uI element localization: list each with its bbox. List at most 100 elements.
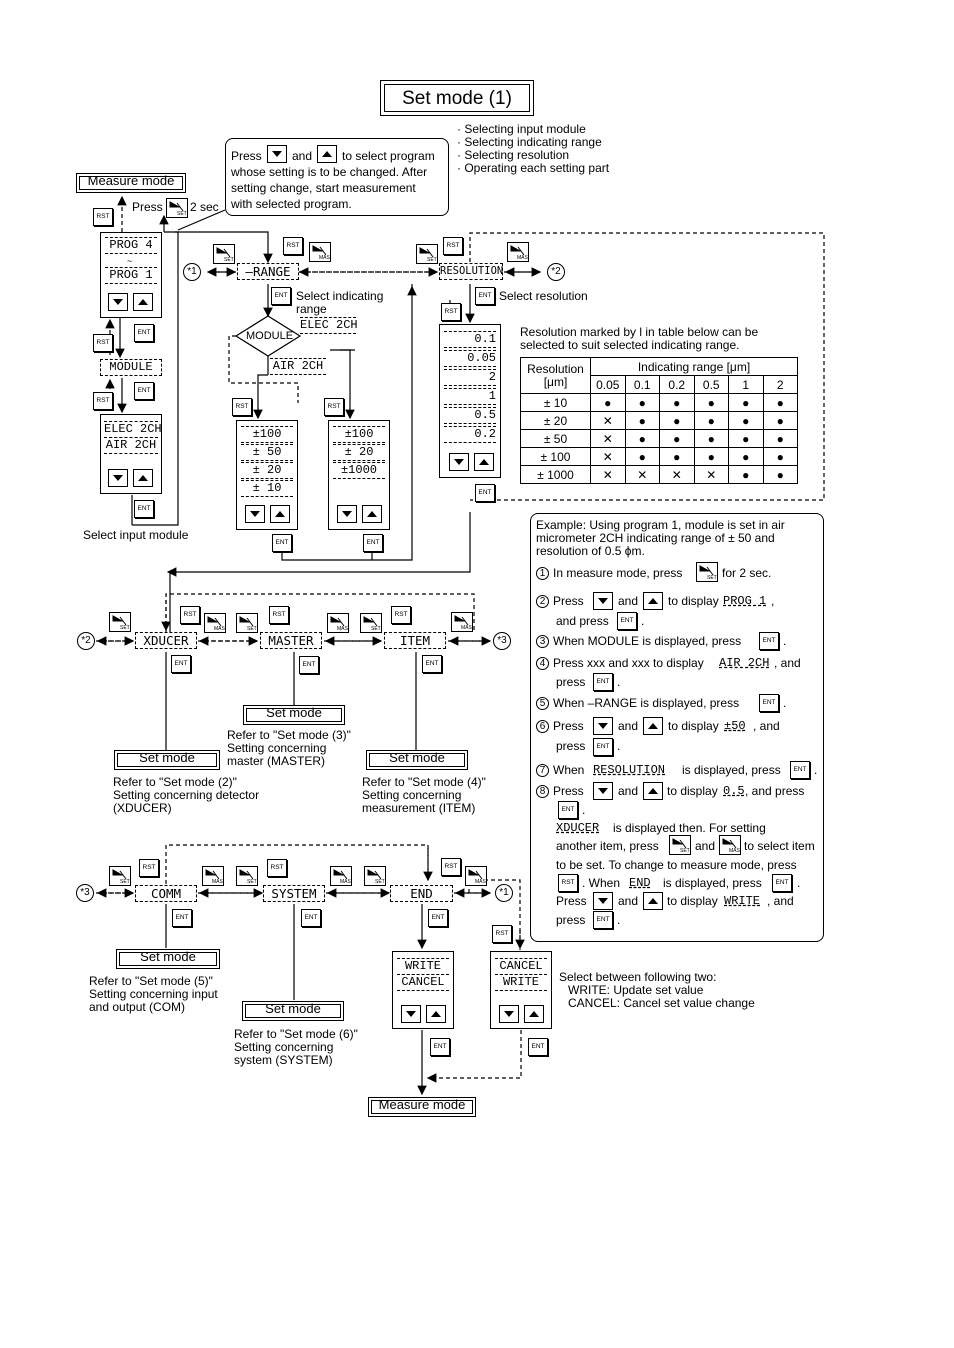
rst-key[interactable]: RST bbox=[391, 606, 411, 624]
display-master: MASTER bbox=[260, 632, 322, 649]
ent-key: ENT bbox=[593, 738, 613, 756]
res-value-5: 0.5 bbox=[444, 407, 496, 424]
rst-key[interactable]: RST bbox=[93, 334, 113, 352]
rst-key[interactable]: RST bbox=[441, 303, 461, 321]
set-key-icon[interactable]: SET bbox=[213, 244, 235, 264]
up-key-icon[interactable] bbox=[426, 1005, 446, 1023]
ent-key[interactable]: ENT bbox=[172, 909, 192, 927]
star3-left: *3 bbox=[76, 884, 94, 902]
rst-key[interactable]: RST bbox=[443, 237, 463, 255]
overview-1: · Selecting input module bbox=[457, 122, 586, 136]
step-4: 4 Press xxx and xxx to display bbox=[536, 656, 704, 671]
down-key-icon[interactable] bbox=[108, 293, 128, 311]
up-key-icon[interactable] bbox=[133, 293, 153, 311]
step-3-dot: . bbox=[783, 634, 787, 648]
ent-key: ENT bbox=[617, 612, 637, 630]
ent-key[interactable]: ENT bbox=[171, 655, 191, 673]
rst-key[interactable]: RST bbox=[492, 925, 512, 943]
rst-key[interactable]: RST bbox=[180, 606, 200, 624]
svg-text:SET: SET bbox=[177, 211, 187, 217]
table-cell: ● bbox=[624, 429, 660, 448]
svg-text:MAS: MAS bbox=[475, 879, 486, 885]
rst-key[interactable]: RST bbox=[232, 398, 252, 416]
ent-key[interactable]: ENT bbox=[430, 1038, 450, 1056]
rst-key[interactable]: RST bbox=[93, 208, 113, 226]
rst-key[interactable]: RST bbox=[324, 398, 344, 416]
table-row-range: ± 50 bbox=[520, 429, 591, 448]
ent-key[interactable]: ENT bbox=[134, 500, 154, 518]
step-8-press: Press bbox=[553, 784, 584, 798]
ent-key: ENT bbox=[593, 911, 613, 929]
down-key-icon[interactable] bbox=[337, 505, 357, 523]
down-key-icon[interactable] bbox=[401, 1005, 421, 1023]
rst-key[interactable]: RST bbox=[283, 237, 303, 255]
s8b-12: to display bbox=[667, 894, 718, 908]
ent-key[interactable]: ENT bbox=[475, 287, 495, 305]
ent-key: ENT bbox=[593, 673, 613, 691]
star2-left: *2 bbox=[77, 632, 95, 650]
table-cell: ● bbox=[624, 411, 660, 430]
down-key-icon[interactable] bbox=[449, 453, 469, 471]
down-key-icon[interactable] bbox=[108, 469, 128, 487]
set-key-icon[interactable]: SET bbox=[236, 613, 258, 633]
mas-key-icon[interactable]: MAS bbox=[309, 242, 331, 262]
ent-key[interactable]: ENT bbox=[301, 909, 321, 927]
table-col-3: 0.5 bbox=[693, 375, 729, 394]
step-8-and: and bbox=[618, 784, 639, 798]
down-key-icon[interactable] bbox=[499, 1005, 519, 1023]
mas-key-icon[interactable]: MAS bbox=[204, 613, 226, 633]
set-key-icon: SET bbox=[669, 835, 691, 855]
table-cell: ● bbox=[762, 393, 798, 412]
table-cell: ● bbox=[728, 411, 764, 430]
rst-key[interactable]: RST bbox=[93, 392, 113, 410]
set-key-icon[interactable]: SET bbox=[364, 866, 386, 886]
ent-key[interactable]: ENT bbox=[134, 324, 154, 342]
diamond-module-label: MODULE bbox=[246, 330, 294, 342]
step-number: 4 bbox=[536, 657, 549, 671]
up-key-icon[interactable] bbox=[474, 453, 494, 471]
mas-key-icon[interactable]: MAS bbox=[202, 866, 224, 886]
rst-key[interactable]: RST bbox=[441, 858, 461, 876]
display-prog1: PROG 1 bbox=[105, 267, 157, 284]
step-1-tail: for 2 sec. bbox=[722, 566, 772, 580]
up-key-icon[interactable] bbox=[524, 1005, 544, 1023]
set-key-icon[interactable]: SET bbox=[109, 866, 131, 886]
ent-key[interactable]: ENT bbox=[299, 656, 319, 674]
display-cancel: CANCEL bbox=[397, 974, 449, 991]
up-key-icon[interactable] bbox=[362, 505, 382, 523]
ent-key[interactable]: ENT bbox=[272, 534, 292, 552]
up-key-icon[interactable] bbox=[133, 469, 153, 487]
mas-key-icon[interactable]: MAS bbox=[451, 612, 473, 632]
ent-key[interactable]: ENT bbox=[475, 484, 495, 502]
page-title: Set mode (1) bbox=[384, 84, 530, 112]
set-key-icon[interactable]: SET bbox=[236, 866, 258, 886]
mas-key-icon[interactable]: MAS bbox=[330, 866, 352, 886]
ent-key[interactable]: ENT bbox=[134, 382, 154, 400]
rst-key[interactable]: RST bbox=[139, 859, 159, 877]
ent-key[interactable]: ENT bbox=[422, 655, 442, 673]
range-air-panel: ±100 ± 20 ±1000 bbox=[328, 420, 390, 530]
mas-key-icon[interactable]: MAS bbox=[507, 242, 529, 262]
mas-key-icon[interactable]: MAS bbox=[327, 613, 349, 633]
set-key-icon[interactable]: SET bbox=[416, 244, 438, 264]
select-resolution-label: Select resolution bbox=[499, 289, 588, 303]
ent-key[interactable]: ENT bbox=[363, 534, 383, 552]
ent-key[interactable]: ENT bbox=[271, 287, 291, 305]
set-key-icon[interactable]: SET bbox=[109, 612, 131, 632]
ent-key[interactable]: ENT bbox=[528, 1038, 548, 1056]
mas-key-icon[interactable]: MAS bbox=[465, 866, 487, 886]
display-resolution: RESOLUTION bbox=[439, 263, 503, 280]
select-two-2: WRITE: Update set value bbox=[568, 983, 704, 997]
up-key-icon[interactable] bbox=[270, 505, 290, 523]
down-key-icon[interactable] bbox=[245, 505, 265, 523]
ent-key[interactable]: ENT bbox=[428, 909, 448, 927]
rst-key[interactable]: RST bbox=[267, 859, 287, 877]
set-key-icon[interactable]: SET bbox=[360, 613, 382, 633]
write-cancel-panel: WRITE CANCEL bbox=[392, 951, 454, 1029]
table-header-range: Indicating range [μm] bbox=[590, 357, 798, 376]
th-resolution: Resolution bbox=[527, 361, 584, 376]
rst-key[interactable]: RST bbox=[269, 606, 289, 624]
table-cell: ✕ bbox=[693, 465, 729, 484]
step-4-text: Press xxx and xxx to display bbox=[553, 656, 704, 670]
